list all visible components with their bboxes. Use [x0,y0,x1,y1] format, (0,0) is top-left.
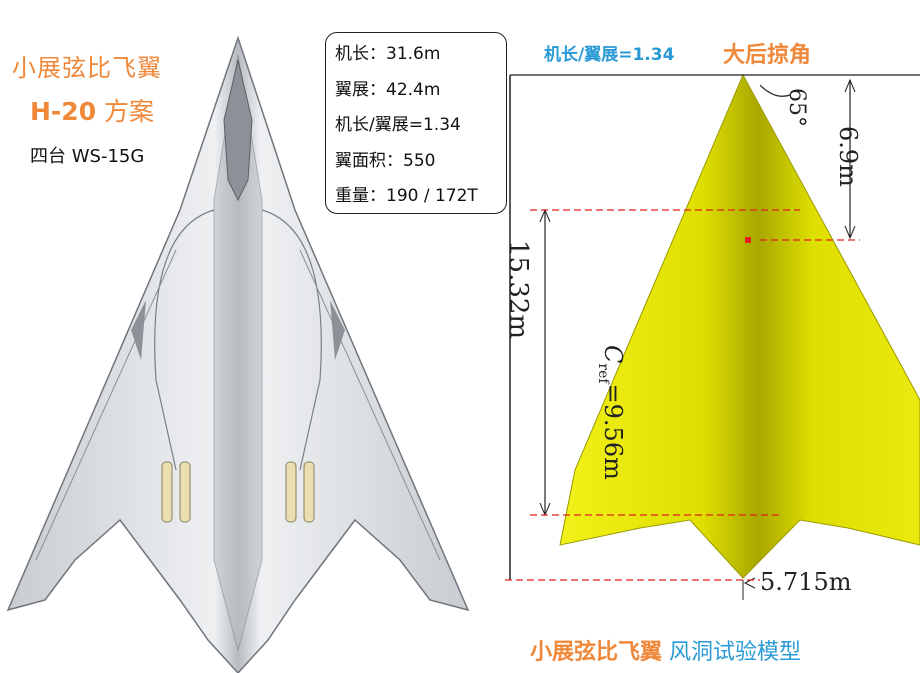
spec-label: 重量 [335,186,369,206]
h20-aircraft [6,35,470,673]
spec-value: =1.34 [408,115,461,135]
sweep-label: 大后掠角 [723,43,812,68]
nose-dimension: 6.9m [834,126,862,187]
spec-value: 550 [403,150,436,171]
caption-main: 小展弦比飞翼 [530,640,663,665]
spec-label: 机长 [335,44,369,64]
left-title: 小展弦比飞翼 [12,54,162,82]
engine-nozzles-left [161,461,191,523]
spec-value: 190 / 172T [386,186,478,206]
cref-dimension: Cref=9.56m [595,345,627,480]
tail-dimension: 5.715m [760,568,852,596]
wind-tunnel-model [559,73,920,579]
spec-value: 42.4m [386,79,441,100]
spec-weight: 重量：190 / 172T [335,186,478,206]
spec-area: 翼面积：550 [335,150,436,171]
dashed-guides [505,209,860,581]
engine-label: 四台 WS-15G [30,146,145,167]
spec-ratio: 机长/翼展=1.34 [335,108,506,144]
length-dimension: 15.32m [503,240,533,339]
left-model-label: H-20 方案 [30,92,154,128]
ratio-label: 机长/翼展=1.34 [544,45,675,65]
spec-span: 翼展：42.4m [335,79,441,100]
reference-point [745,237,751,243]
cref-value: =9.56m [599,384,627,481]
sweep-angle-label: 65° [784,88,809,127]
model-name: H-20 [30,97,97,126]
spec-panel: 机长：31.6m 翼展：42.4m 机长/翼展=1.34 翼面积：550 重量：… [325,32,507,214]
spec-value: 31.6m [386,44,441,64]
spec-label: 翼面积 [335,150,386,171]
model-caption: 小展弦比飞翼 风洞试验模型 [530,634,801,666]
caption-sub: 风洞试验模型 [662,640,802,665]
spec-label: 机长/翼展 [335,115,409,135]
engine-nozzles-right [285,461,315,523]
dimension-lines [509,74,920,600]
spec-label: 翼展 [335,79,369,100]
model-suffix: 方案 [96,97,155,126]
spec-length: 机长：31.6m [335,44,441,64]
